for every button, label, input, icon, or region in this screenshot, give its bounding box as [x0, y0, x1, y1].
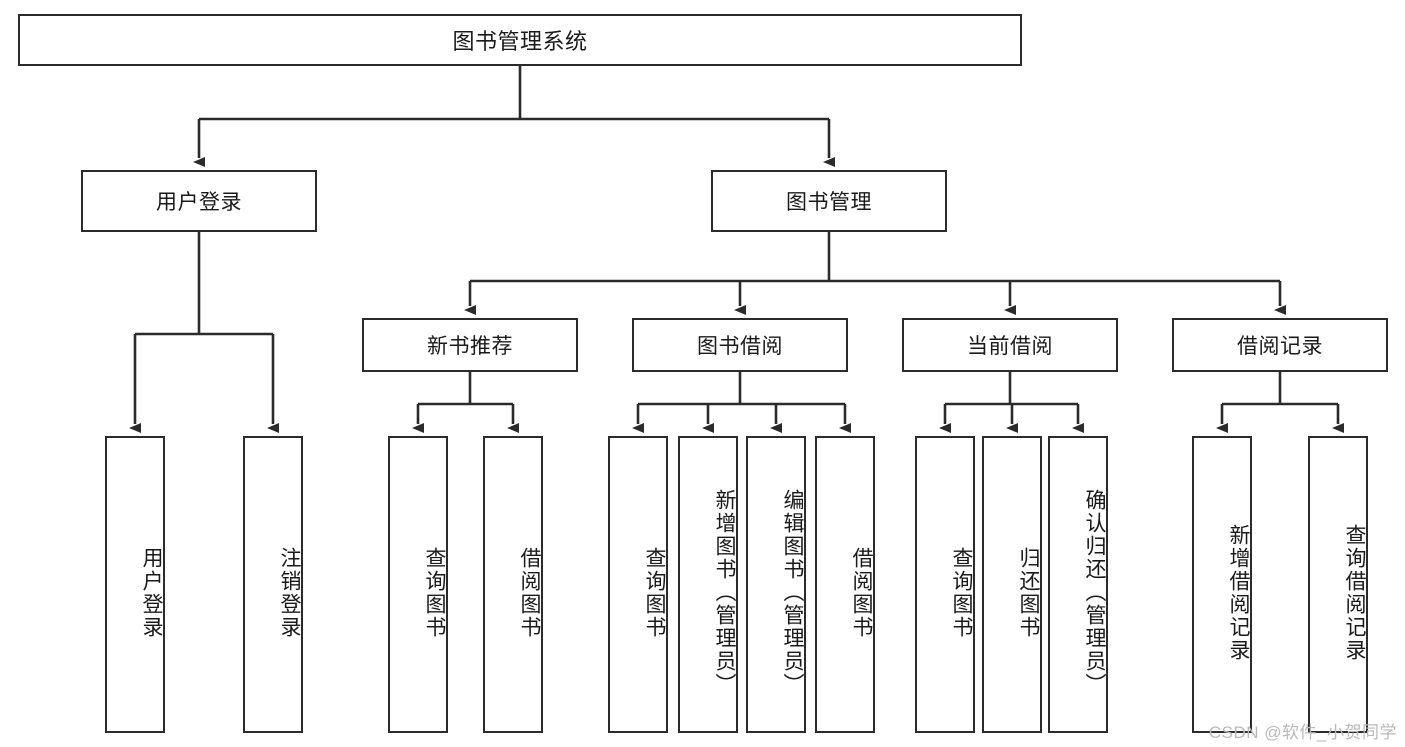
node-label: 借阅图书: [518, 546, 541, 639]
node-label: 用户登录: [156, 191, 242, 214]
node-current_borrow[interactable]: 当前借阅: [902, 318, 1118, 372]
node-leaf_edit_book[interactable]: 编辑图书（管理员）: [746, 436, 806, 733]
node-label: 借阅记录: [1237, 335, 1323, 358]
node-label: 归还图书: [1017, 546, 1040, 639]
node-leaf_confirm_return[interactable]: 确认归还（管理员）: [1048, 436, 1108, 733]
node-label: 新书推荐: [427, 335, 513, 358]
node-label: 查询图书: [643, 546, 666, 639]
node-leaf_query_book_2[interactable]: 查询图书: [608, 436, 668, 733]
node-leaf_add_record[interactable]: 新增借阅记录: [1192, 436, 1252, 733]
node-borrow_record[interactable]: 借阅记录: [1172, 318, 1388, 372]
node-new_book_rec[interactable]: 新书推荐: [362, 318, 578, 372]
node-root[interactable]: 图书管理系统: [18, 14, 1022, 66]
node-label: 查询借阅记录: [1343, 523, 1366, 662]
node-label: 图书管理: [786, 191, 872, 214]
node-leaf_logout[interactable]: 注销登录: [243, 436, 303, 733]
node-book_mgmt[interactable]: 图书管理: [711, 170, 947, 232]
node-book_borrow[interactable]: 图书借阅: [632, 318, 848, 372]
node-label: 借阅图书: [850, 546, 873, 639]
node-label: 图书管理系统: [452, 29, 588, 54]
node-label: 用户登录: [140, 546, 163, 639]
node-label: 新增图书（管理员）: [713, 489, 736, 696]
node-leaf_add_book[interactable]: 新增图书（管理员）: [678, 436, 738, 733]
node-leaf_borrow_book_2[interactable]: 借阅图书: [815, 436, 875, 733]
node-leaf_query_book_3[interactable]: 查询图书: [915, 436, 975, 733]
node-leaf_return_book[interactable]: 归还图书: [982, 436, 1042, 733]
node-leaf_query_book_1[interactable]: 查询图书: [388, 436, 448, 733]
node-label: 新增借阅记录: [1227, 523, 1250, 662]
node-label: 当前借阅: [967, 335, 1053, 358]
node-label: 编辑图书（管理员）: [781, 489, 804, 696]
node-leaf_query_record[interactable]: 查询借阅记录: [1308, 436, 1368, 733]
node-label: 确认归还（管理员）: [1083, 489, 1106, 696]
node-label: 查询图书: [423, 546, 446, 639]
node-label: 图书借阅: [697, 335, 783, 358]
node-label: 查询图书: [950, 546, 973, 639]
node-leaf_user_login[interactable]: 用户登录: [105, 436, 165, 733]
node-label: 注销登录: [278, 546, 301, 639]
node-user_login[interactable]: 用户登录: [81, 170, 317, 232]
node-leaf_borrow_book_1[interactable]: 借阅图书: [483, 436, 543, 733]
